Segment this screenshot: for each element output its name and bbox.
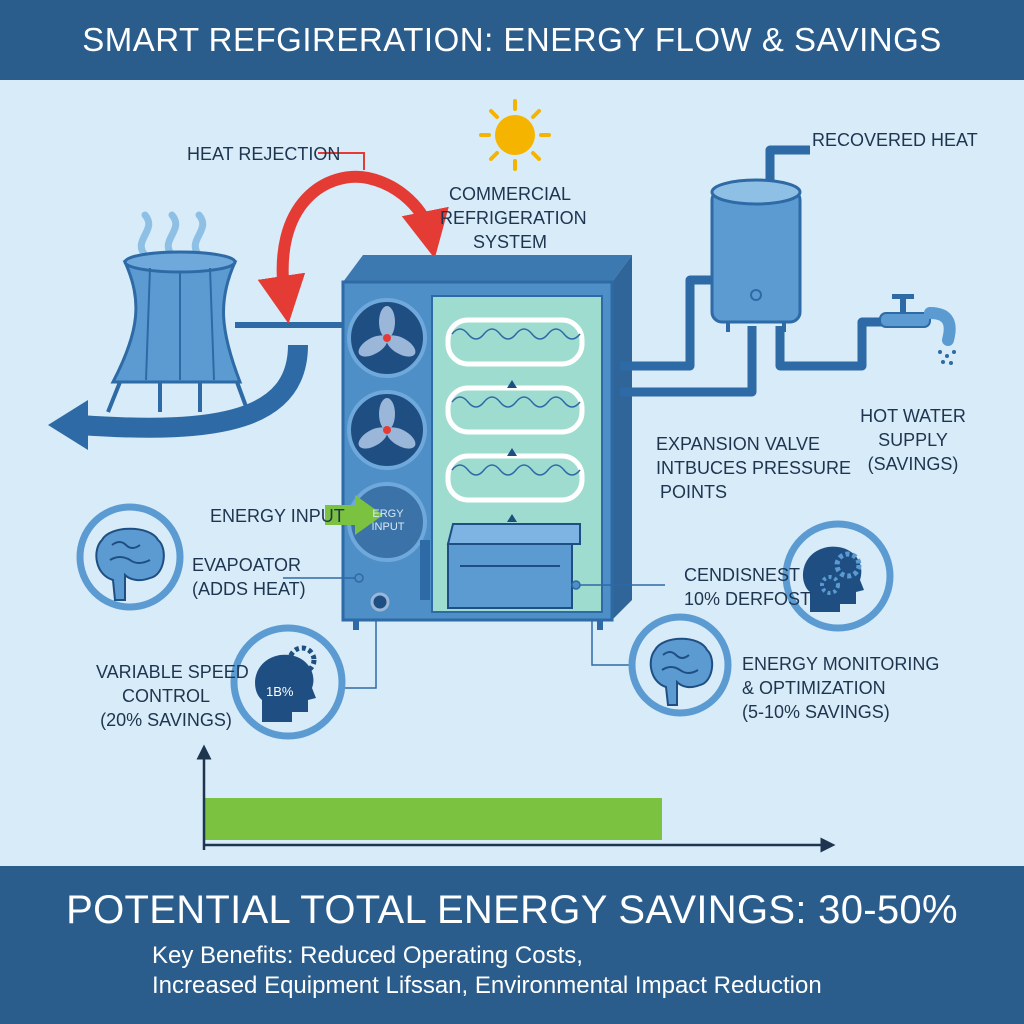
monitor-line: & OPTIMIZATION bbox=[742, 678, 886, 698]
callout-lines bbox=[283, 573, 665, 689]
heat-recovery-pipes bbox=[620, 145, 900, 397]
recovered-heat-label: RECOVERED HEAT bbox=[812, 130, 978, 150]
return-flow-arrow bbox=[48, 344, 308, 450]
expansion-line: INTBUCES PRESSURE bbox=[656, 458, 852, 478]
energy-input-label: ENERGY INPUT bbox=[210, 506, 345, 526]
water-tank-icon bbox=[710, 178, 802, 332]
head-gears-icon bbox=[782, 520, 894, 632]
evaporator-line: EVAPOATOR bbox=[192, 555, 302, 575]
title-banner: SMART REFGIRERATION: ENERGY FLOW & SAVIN… bbox=[0, 0, 1024, 80]
page-title: SMART REFGIRERATION: ENERGY FLOW & SAVIN… bbox=[82, 21, 942, 58]
head-gears-icon bbox=[230, 624, 346, 740]
fan-label-line: INPUT bbox=[371, 521, 405, 533]
condenser-line: CENDISNEST bbox=[684, 565, 801, 585]
refrigeration-unit bbox=[341, 255, 632, 630]
system-label: COMMERCIAL REFRIGERATION SYSTEM bbox=[440, 182, 587, 254]
expansion-valve-label: EXPANSION VALVE INTBUCES PRESSURE POINTS bbox=[656, 432, 851, 504]
vsd-line: VARIABLE SPEED bbox=[96, 662, 249, 682]
footer-banner: POTENTIAL TOTAL ENERGY SAVINGS: 30-50% K… bbox=[0, 866, 1024, 1024]
vsd-line: (20% SAVINGS) bbox=[100, 710, 232, 730]
monitor-line: (5-10% SAVINGS) bbox=[742, 702, 890, 722]
key-benefits-line: Key Benefits: Reduced Operating Costs, bbox=[152, 942, 583, 969]
key-benefits-line: Increased Equipment Lifssan, Environment… bbox=[152, 972, 822, 999]
condenser-line: 10% DERFOST bbox=[684, 589, 812, 609]
vsd-line: CONTROL bbox=[121, 686, 210, 706]
expansion-line: EXPANSION VALVE bbox=[656, 434, 821, 454]
brain-icon bbox=[628, 613, 732, 717]
fan-label-line: ERGY bbox=[372, 508, 404, 520]
sun-icon bbox=[479, 99, 551, 171]
energy-input-fan-label: ERGY INPUT bbox=[358, 508, 418, 534]
cooling-tower-icon bbox=[106, 250, 250, 413]
hot-water-line: (SAVINGS) bbox=[867, 454, 959, 474]
fan-icon bbox=[347, 298, 427, 378]
energy-input-arrow bbox=[325, 495, 383, 535]
evaporator-line: (ADDS HEAT) bbox=[192, 579, 306, 599]
system-label-line: SYSTEM bbox=[472, 232, 547, 252]
expansion-line: POINTS bbox=[660, 482, 728, 502]
vsd-icon-text: 1B% bbox=[266, 684, 294, 699]
heat-rejection-label: HEAT REJECTION bbox=[187, 144, 341, 164]
condenser-label: CENDISNEST 10% DERFOST bbox=[684, 563, 811, 611]
fan-icon bbox=[347, 390, 427, 470]
steam-icon bbox=[137, 211, 207, 259]
total-savings-headline: POTENTIAL TOTAL ENERGY SAVINGS: 30-50% bbox=[66, 888, 958, 932]
monitor-line: ENERGY MONITORING bbox=[742, 654, 940, 674]
condenser-box bbox=[446, 523, 581, 609]
hot-water-label: HOT WATER SUPPLY (SAVINGS) bbox=[858, 404, 968, 476]
evaporator-label: EVAPOATOR (ADDS HEAT) bbox=[192, 553, 306, 601]
energy-monitoring-label: ENERGY MONITORING & OPTIMIZATION (5-10% … bbox=[742, 652, 939, 724]
savings-bar-chart bbox=[196, 744, 836, 853]
faucet-icon bbox=[879, 294, 956, 365]
system-label-line: REFRIGERATION bbox=[440, 208, 587, 228]
hot-water-line: SUPPLY bbox=[878, 430, 948, 450]
variable-speed-label: VARIABLE SPEED CONTROL (20% SAVINGS) bbox=[96, 660, 249, 732]
system-label-line: COMMERCIAL bbox=[448, 184, 571, 204]
hot-water-line: HOT WATER bbox=[860, 406, 966, 426]
brain-icon bbox=[76, 503, 184, 611]
heat-rejection-arrow bbox=[257, 152, 449, 324]
